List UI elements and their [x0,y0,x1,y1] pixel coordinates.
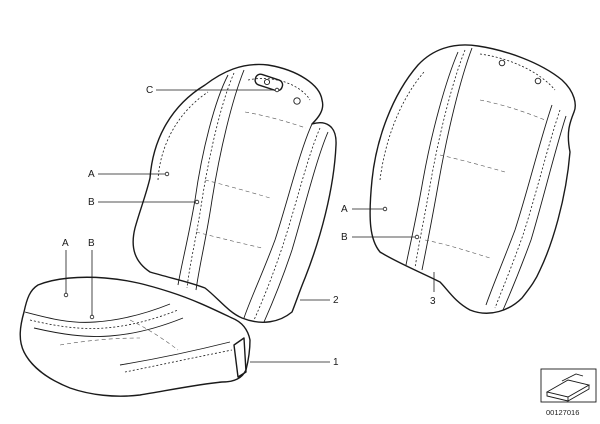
leader-lines [63,87,435,363]
label-part-3: 3 [430,296,436,307]
marker-a-left [164,171,170,177]
label-c: C [146,85,153,96]
marker-a-cushion [63,292,69,298]
label-part-1: 1 [333,357,339,368]
marker-b-right [414,234,420,240]
label-b-cushion: B [88,238,95,249]
label-a-left-back: A [88,169,95,180]
seat-part-thumbnail-icon [540,368,597,403]
right-backrest [369,44,576,314]
seat-cushion [19,276,251,397]
left-backrest [132,63,337,323]
marker-a-right [382,206,388,212]
callout-labels: C A B A B 2 1 A B 3 [62,85,436,368]
catalog-number: 00127016 [546,408,579,417]
label-part-2: 2 [333,295,339,306]
marker-b-left [194,199,200,205]
marker-c [274,87,280,93]
label-b-right: B [341,232,348,243]
label-b-left-back: B [88,197,95,208]
marker-b-cushion [89,314,95,320]
label-a-cushion: A [62,238,69,249]
label-a-right: A [341,204,348,215]
